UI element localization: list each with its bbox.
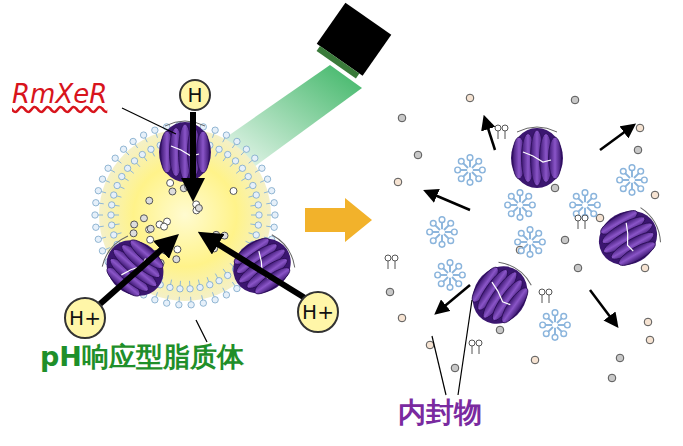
- ion-label: H: [187, 85, 202, 105]
- process-arrow: [305, 198, 372, 242]
- ion-label: H+: [69, 308, 101, 328]
- ion-label: H+: [302, 302, 334, 322]
- release-arrows: [430, 122, 630, 322]
- protein-name: RmXeR: [12, 80, 107, 109]
- proton-circle: H+: [64, 297, 106, 339]
- proton-circle: H+: [297, 291, 339, 333]
- lamp: [313, 3, 391, 81]
- released-contents: [385, 94, 659, 382]
- liposome-label: pH响应型脂质体: [40, 342, 244, 372]
- proton-arrows: [100, 112, 305, 304]
- contents-label: 内封物: [398, 398, 482, 429]
- proteins: [95, 121, 668, 334]
- proton-circle: H: [179, 79, 211, 111]
